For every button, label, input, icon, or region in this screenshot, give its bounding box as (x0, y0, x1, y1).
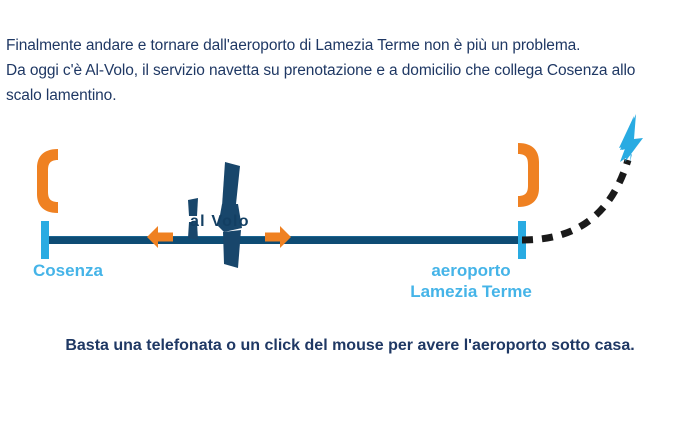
route-tick-cosenza-icon (41, 221, 49, 259)
intro-line-1: Finalmente andare e tornare dall'aeropor… (6, 37, 581, 54)
airplane-icon (178, 160, 270, 270)
label-airport-line2: Lamezia Terme (410, 282, 532, 301)
tagline: Basta una telefonata o un click del mous… (65, 337, 635, 354)
intro-line-2: Da oggi c'è Al-Volo, il servizio navetta… (6, 62, 636, 79)
logo-wordmark: al Volo (190, 213, 250, 230)
takeoff-arrow-icon (516, 108, 676, 253)
label-airport-line1: aeroporto (431, 261, 511, 280)
label-airport-lamezia-terme: aeroporto Lamezia Terme (398, 260, 544, 302)
telephone-handset-icon-left (28, 146, 68, 216)
telephone-handset-icon-right (508, 140, 548, 210)
intro-line-3: scalo lamentino. (6, 87, 117, 104)
arrow-left-icon (146, 224, 174, 250)
intro-paragraph: Finalmente andare e tornare dall'aeropor… (6, 33, 696, 108)
label-cosenza: Cosenza (33, 261, 103, 280)
shuttle-route-diagram: al Volo Cosenza aeroporto Lamezia Terme (0, 108, 700, 308)
arrow-right-icon (264, 224, 292, 250)
